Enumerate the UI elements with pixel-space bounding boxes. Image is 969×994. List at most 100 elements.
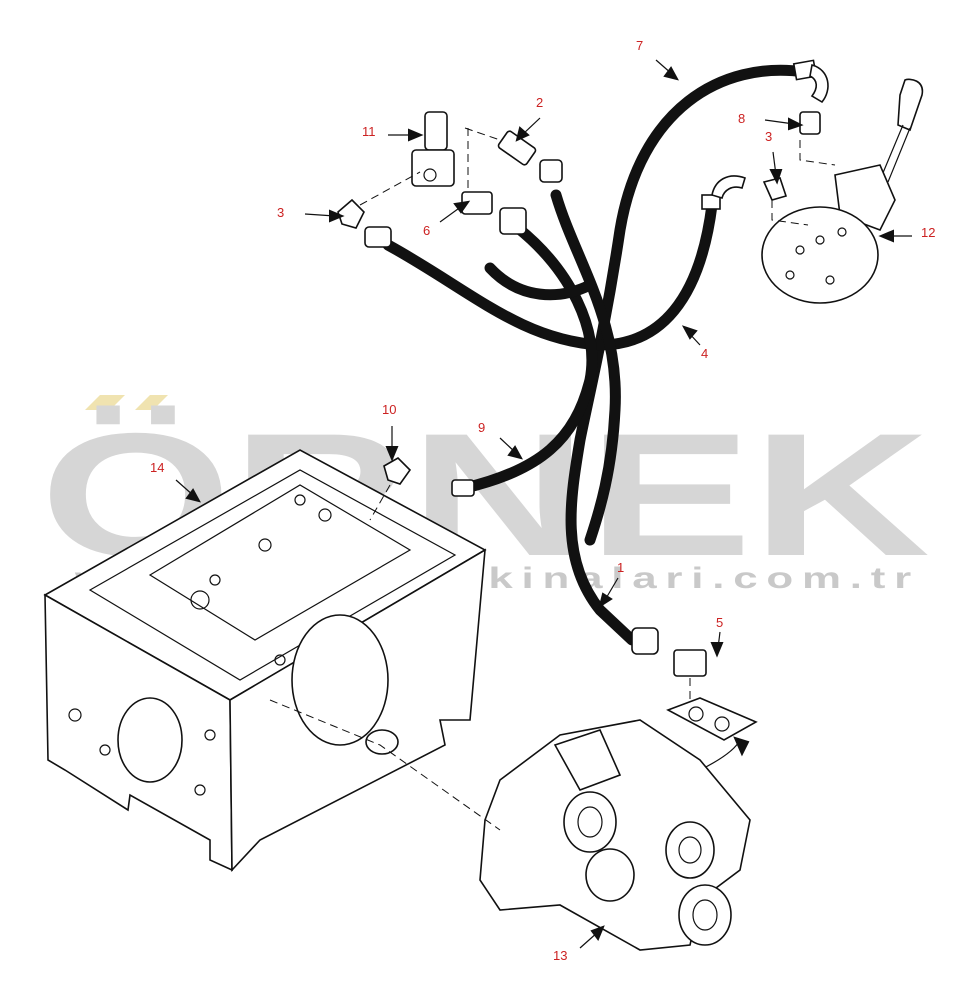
leader-14-head [185, 488, 201, 503]
fitting-5 [673, 649, 707, 677]
joystick-port-1 [815, 235, 825, 245]
dash-11-2 [464, 127, 501, 141]
joystick-port-5 [825, 275, 835, 285]
housing-stud-2 [318, 508, 332, 522]
housing-bolt-3 [204, 729, 216, 741]
housing-14 [43, 449, 487, 873]
leader-8-head [788, 117, 804, 131]
housing-stud-3 [209, 574, 221, 586]
housing-stud-1 [258, 538, 272, 552]
callout-6: 6 [423, 223, 430, 238]
leader-13-head [590, 925, 605, 941]
pump-port-2 [665, 821, 715, 879]
pump-port-1 [563, 791, 617, 853]
joystick-port-4 [785, 270, 795, 280]
leader-10-head [385, 446, 399, 462]
housing-bolt-5 [274, 654, 286, 666]
joystick-knob [897, 78, 924, 132]
hose-4 [382, 199, 718, 351]
callout-2: 2 [536, 95, 543, 110]
joystick-lever [879, 124, 904, 181]
watermark-umlaut-left [85, 395, 125, 410]
callout-7: 7 [636, 38, 643, 53]
leader-5-head [710, 642, 724, 658]
assembly-lines [269, 127, 836, 831]
leader-2-head [515, 126, 530, 142]
pump-mount [553, 729, 622, 791]
joystick-12 [761, 78, 924, 304]
callout-8: 8 [738, 111, 745, 126]
pump-13 [365, 719, 751, 951]
housing-bore-front [117, 697, 183, 783]
elbow-hose4 [711, 175, 746, 200]
pump-port-2-inner [678, 836, 702, 864]
callout-14: 14 [150, 460, 164, 475]
housing-bore-side [291, 614, 389, 746]
nut-center-top [539, 159, 563, 183]
nut-hose1 [631, 627, 659, 655]
watermark-umlaut-right [135, 395, 168, 410]
pump-port-4 [678, 884, 732, 946]
dash-3-11 [359, 171, 421, 206]
leader-12-head [878, 229, 894, 243]
callout-1: 1 [617, 560, 624, 575]
joystick-port-2 [795, 245, 805, 255]
callouts: 1 2 3 3 4 5 6 7 8 9 10 11 12 13 14 [150, 38, 935, 963]
elbow-top [809, 63, 829, 104]
callout-5: 5 [716, 615, 723, 630]
pump-flange-gasket [365, 729, 399, 755]
dash-8-12 [799, 140, 836, 166]
hoses [364, 59, 829, 655]
housing-gasket [88, 469, 457, 681]
dash-3-12 [771, 200, 809, 226]
dash-housing-pump [269, 699, 501, 831]
callout-12: 12 [921, 225, 935, 240]
pump-body [479, 719, 751, 951]
leader-9-head [507, 445, 523, 460]
leader-3b-head [769, 169, 783, 185]
leader-4-head [681, 325, 698, 340]
gasket-hole-2 [714, 716, 730, 732]
callout-11: 11 [362, 124, 376, 139]
housing-bolt-1 [68, 708, 82, 722]
fitting-hose4 [701, 194, 721, 210]
pump-port-4-inner [692, 899, 718, 931]
gasket-hole-1 [688, 706, 704, 722]
hose-center [550, 189, 621, 546]
housing-stud-4 [294, 494, 306, 506]
valve-11-stem [424, 111, 448, 151]
elbow-3-left [337, 198, 365, 229]
valve-11-port [423, 168, 437, 182]
leader-arrows [175, 59, 912, 949]
leader-6-head [453, 200, 471, 214]
hose-short [484, 262, 596, 301]
leader-7-head [663, 66, 679, 81]
fitting-2 [497, 130, 537, 166]
callout-10: 10 [382, 402, 396, 417]
valve-11-body [411, 149, 455, 187]
rotate-arrow-head [733, 736, 750, 757]
leader-3a-head [329, 209, 345, 223]
callout-9: 9 [478, 420, 485, 435]
housing-port [190, 590, 210, 610]
nut-hose9 [451, 479, 475, 497]
dash-10-housing [369, 484, 391, 521]
leader-11-head [408, 128, 424, 142]
hose-9 [459, 222, 598, 494]
gasket-plate [666, 697, 758, 741]
joystick-lever-edge [887, 127, 911, 183]
housing-inner-plate [148, 484, 412, 641]
rotate-arrow [699, 739, 741, 771]
callout-4: 4 [701, 346, 708, 361]
joystick-port-3 [837, 227, 847, 237]
nut-hose9-top [499, 207, 527, 235]
callout-13: 13 [553, 948, 567, 963]
leader-1-head [598, 592, 613, 609]
nut-hose4 [364, 226, 392, 248]
pump-port-3 [585, 848, 635, 902]
elbow-3-right [762, 177, 788, 201]
fittings [337, 111, 821, 771]
callout-3-left: 3 [277, 205, 284, 220]
